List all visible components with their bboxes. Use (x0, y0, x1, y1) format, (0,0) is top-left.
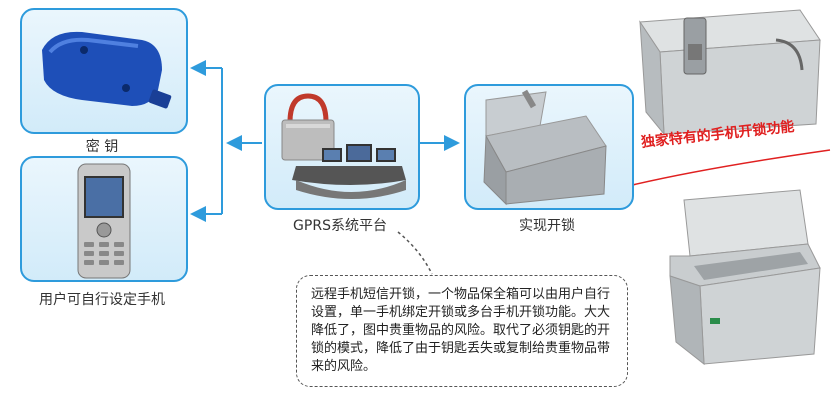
description-callout: 远程手机短信开锁，一个物品保全箱可以由用户自行设置，单一手机绑定开锁或多台手机开… (296, 275, 628, 387)
key-label: 密 钥 (85, 139, 119, 155)
unlock-label: 实现开锁 (519, 218, 575, 234)
key-image (42, 31, 172, 109)
callout-text: 远程手机短信开锁，一个物品保全箱可以由用户自行设置，单一手机绑定开锁或多台手机开… (311, 287, 611, 374)
key-panel (20, 8, 188, 134)
open-box-image (483, 89, 607, 206)
platform-label: GPRS系统平台 (293, 218, 387, 234)
callout-pointer (397, 231, 433, 275)
phone-image (77, 163, 131, 279)
platform-image (281, 93, 406, 199)
tagline-swoosh (611, 149, 831, 191)
platform-panel (264, 84, 420, 210)
unlock-panel (464, 84, 634, 210)
phone-label: 用户可自行设定手机 (39, 292, 165, 308)
phone-panel (20, 156, 188, 282)
